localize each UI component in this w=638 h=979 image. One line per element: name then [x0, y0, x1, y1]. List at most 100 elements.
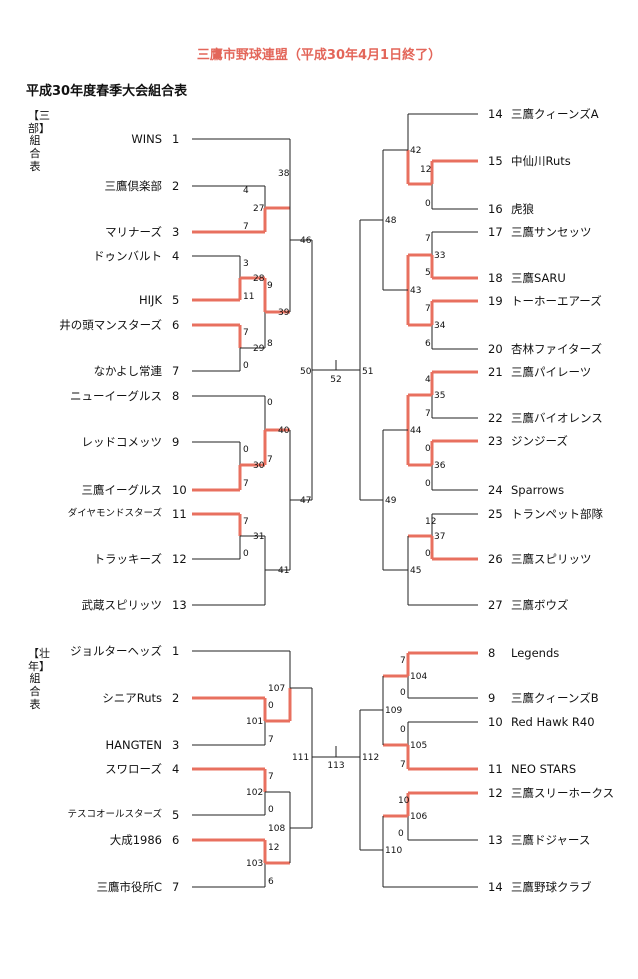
- score: 6: [425, 339, 431, 349]
- score: 6: [268, 877, 274, 887]
- game-number: 107: [268, 684, 285, 694]
- score: 9: [267, 281, 273, 291]
- section1-team-name: 三鷹スピリッツ: [511, 552, 592, 566]
- score: 7: [400, 760, 406, 770]
- section2-team-name: 三鷹スリーホークス: [511, 786, 615, 800]
- section1-team-name: 三鷹パイレーツ: [511, 365, 592, 379]
- section1-team-name: 中仙川Ruts: [511, 154, 571, 168]
- game-number: 108: [268, 824, 285, 834]
- game-number: 34: [434, 321, 446, 331]
- section1-team-name: なかよし常連: [93, 364, 162, 378]
- score: 7: [268, 735, 274, 745]
- score: 0: [268, 805, 274, 815]
- section2-team-number: 7: [172, 880, 180, 894]
- score: 7: [243, 222, 249, 232]
- section1-team-name: HIJK: [139, 293, 162, 307]
- game-number: 109: [385, 706, 402, 716]
- score: 0: [425, 199, 431, 209]
- section2-team-number: 9: [488, 691, 496, 705]
- section1-team-number: 10: [172, 483, 187, 497]
- game-number: 38: [278, 169, 290, 179]
- game-number: 50: [300, 367, 312, 377]
- section1-team-number: 22: [488, 411, 503, 425]
- section1-team-number: 4: [172, 249, 180, 263]
- section1-team-number: 5: [172, 293, 180, 307]
- score: 0: [425, 444, 431, 454]
- section1-team-name: 井の頭マンスターズ: [59, 318, 162, 332]
- game-number: 37: [434, 532, 445, 542]
- section2-team-name: 三鷹ドジャース: [511, 833, 591, 847]
- score: 0: [243, 549, 249, 559]
- score: 7: [268, 772, 274, 782]
- score: 7: [243, 517, 249, 527]
- section2-team-number: 13: [488, 833, 503, 847]
- game-number: 103: [246, 859, 263, 869]
- section1-team-number: 13: [172, 598, 187, 612]
- game-number: 102: [246, 788, 263, 798]
- section1-team-number: 7: [172, 364, 180, 378]
- section1-team-name: ニューイーグルス: [70, 389, 162, 403]
- page-title: 三鷹市野球連盟（平成30年4月1日終了）: [196, 48, 442, 63]
- game-number: 104: [410, 672, 427, 682]
- score: 7: [243, 479, 249, 489]
- score: 7: [425, 409, 431, 419]
- game-number: 39: [278, 308, 290, 318]
- score: 7: [425, 304, 431, 314]
- section2-team-name: HANGTEN: [105, 738, 162, 752]
- score: 0: [243, 361, 249, 371]
- game-number: 41: [278, 566, 289, 576]
- game-number: 42: [410, 146, 421, 156]
- section1-team-name: トラッキーズ: [93, 552, 162, 566]
- score: 8: [267, 339, 273, 349]
- game-number: 43: [410, 286, 421, 296]
- section2-team-name: シニアRuts: [102, 691, 162, 705]
- score: 3: [243, 259, 249, 269]
- section2-label-text: 【壮年】組合表: [28, 647, 50, 711]
- section2-team-name: Legends: [511, 646, 560, 660]
- game-number: 111: [292, 753, 309, 763]
- section1-team-number: 18: [488, 271, 503, 285]
- game-number: 46: [300, 236, 312, 246]
- section1-team-name: 虎狼: [511, 202, 534, 216]
- section1-team-name: WINS: [131, 132, 162, 146]
- game-number: 12: [420, 165, 431, 175]
- section2-team-name: Red Hawk R40: [511, 715, 595, 729]
- game-number: 40: [278, 426, 290, 436]
- section1-label: 【三部】組合表: [28, 109, 50, 173]
- score: 10: [398, 796, 410, 806]
- game-number: 28: [253, 274, 265, 284]
- section1-label-text: 【三部】組合表: [28, 109, 50, 173]
- section1-team-name: マリナーズ: [105, 225, 162, 239]
- section1-team-number: 2: [172, 179, 180, 193]
- section1-team-name: ダイヤモンドスターズ: [67, 508, 162, 519]
- section1-team-number: 15: [488, 154, 503, 168]
- section1-team-number: 11: [172, 507, 187, 521]
- section2-team-name: スワローズ: [105, 762, 162, 776]
- section1-team-name: ジンジーズ: [511, 434, 568, 448]
- game-number: 105: [410, 741, 427, 751]
- score: 7: [400, 656, 406, 666]
- game-number: 45: [410, 566, 421, 576]
- score: 0: [243, 445, 249, 455]
- section1-team-number: 23: [488, 434, 503, 448]
- section1-team-number: 21: [488, 365, 503, 379]
- score: 0: [425, 549, 431, 559]
- score: 0: [267, 398, 273, 408]
- section1-team-name: レッドコメッツ: [81, 435, 163, 449]
- section2-team-number: 12: [488, 786, 503, 800]
- score: 7: [425, 234, 431, 244]
- section1-team-number: 25: [488, 507, 503, 521]
- game-number: 51: [362, 367, 373, 377]
- section1-team-number: 26: [488, 552, 503, 566]
- section2-team-name: 三鷹市役所C: [96, 880, 162, 894]
- section2-team-number: 14: [488, 880, 503, 894]
- score: 0: [400, 688, 406, 698]
- score: 12: [268, 843, 279, 853]
- section2-team-number: 8: [488, 646, 496, 660]
- game-number: 113: [327, 761, 344, 771]
- section1-team-number: 19: [488, 294, 503, 308]
- section1-team-number: 16: [488, 202, 503, 216]
- section1-team-number: 3: [172, 225, 180, 239]
- section1-team-name: トーホーエアーズ: [511, 294, 602, 308]
- section2-team-number: 5: [172, 808, 180, 822]
